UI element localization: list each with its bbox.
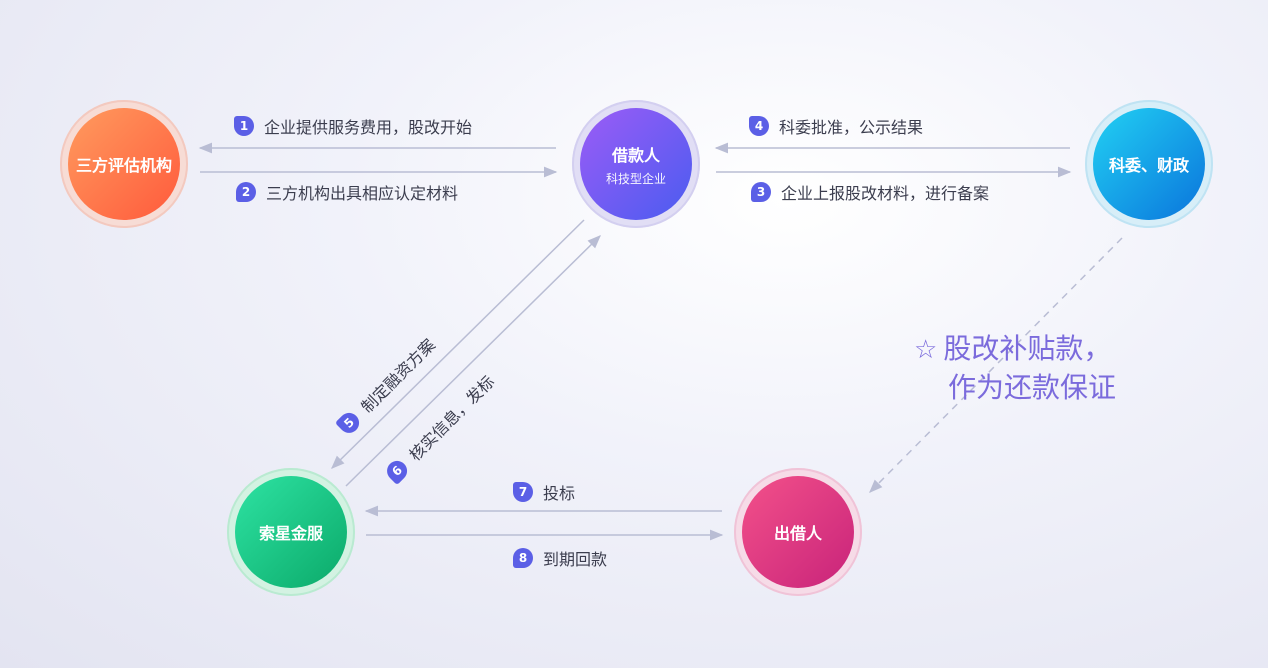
- node-borrower-title: 借款人: [611, 145, 660, 165]
- arrow-step-6: [345, 235, 601, 487]
- step-badge: 8: [513, 548, 533, 568]
- node-committee: 科委、财政: [1085, 100, 1213, 228]
- flow-label-text: 三方机构出具相应认定材料: [266, 184, 459, 203]
- flow-label-step-4: 4 科委批准，公示结果: [749, 114, 923, 138]
- flow-label-text: 到期回款: [543, 550, 608, 569]
- step-badge: 3: [751, 182, 771, 202]
- node-evaluator-title: 三方评估机构: [75, 156, 172, 175]
- flow-label-step-2: 2 三方机构出具相应认定材料: [236, 180, 458, 204]
- step-badge: 4: [749, 116, 769, 136]
- node-lender-title: 出借人: [773, 524, 822, 543]
- flow-label-step-3: 3 企业上报股改材料，进行备案: [751, 180, 989, 204]
- node-lender-circle: 出借人: [742, 476, 854, 588]
- node-evaluator-circle: 三方评估机构: [68, 108, 180, 220]
- node-lender: 出借人: [734, 468, 862, 596]
- node-platform: 索星金服: [227, 468, 355, 596]
- node-evaluator: 三方评估机构: [60, 100, 188, 228]
- flow-label-text: 投标: [543, 484, 576, 503]
- step-badge: 1: [234, 116, 254, 136]
- arrow-step-5: [331, 219, 585, 469]
- step-badge: 7: [513, 482, 533, 502]
- node-platform-title: 索星金服: [258, 524, 323, 543]
- node-committee-circle: 科委、财政: [1093, 108, 1205, 220]
- subsidy-note-line1: 股改补贴款，: [943, 332, 1112, 365]
- flow-label-step-8: 8 到期回款: [513, 546, 607, 570]
- node-borrower-circle: 借款人 科技型企业: [580, 108, 692, 220]
- node-committee-title: 科委、财政: [1108, 156, 1189, 175]
- star-outline-icon: ☆: [914, 335, 938, 365]
- node-platform-circle: 索星金服: [235, 476, 347, 588]
- node-borrower-subtitle: 科技型企业: [605, 171, 666, 186]
- step-badge: 2: [236, 182, 256, 202]
- flow-label-text: 科委批准，公示结果: [779, 118, 924, 137]
- subsidy-note: ☆股改补贴款， 作为还款保证: [914, 330, 1116, 407]
- subsidy-note-line2: 作为还款保证: [948, 371, 1117, 404]
- flow-label-step-7: 7 投标: [513, 480, 575, 504]
- flow-label-text: 企业提供服务费用，股改开始: [264, 118, 473, 137]
- flow-label-step-1: 1 企业提供服务费用，股改开始: [234, 114, 472, 138]
- node-borrower: 借款人 科技型企业: [572, 100, 700, 228]
- flow-label-text: 企业上报股改材料，进行备案: [781, 184, 990, 203]
